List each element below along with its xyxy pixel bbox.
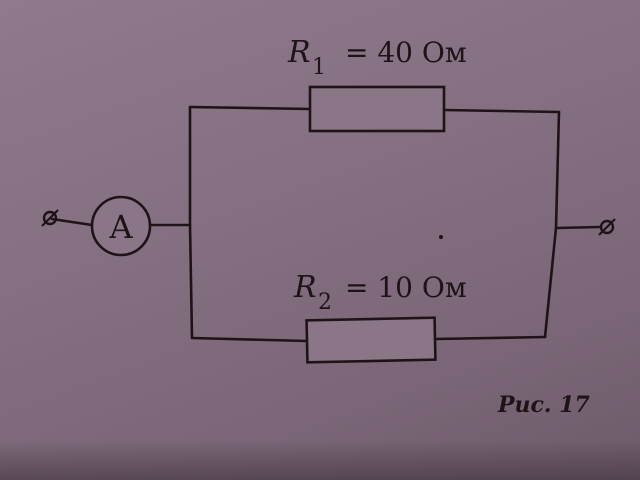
resistor-r1 [308,85,446,133]
wire-left-terminal [50,217,94,227]
label-r1-symbol: R [287,35,311,70]
left-rail [188,105,194,340]
right-terminal [598,218,616,236]
bottom-wire-left [190,336,309,343]
ammeter: A [90,195,152,257]
label-r2-symbol: R [293,270,317,305]
figure-caption: Рис. 17 [497,392,591,418]
top-wire-right [442,108,561,114]
label-r1-index: 1 [312,55,326,80]
label-r2-index: 2 [318,290,332,315]
label-r2-value: = 10 Ом [345,271,467,304]
right-rail [543,110,561,339]
label-r1: R 1 = 40 Ом [287,35,467,80]
wire-right-terminal [554,225,602,230]
resistor-r2 [305,316,437,364]
bottom-wire-right [433,335,547,341]
left-terminal [41,209,59,227]
ink-dot [439,235,443,239]
ammeter-letter: A [108,208,133,246]
top-wire-left [188,105,312,111]
page-shadow [0,440,640,480]
label-r1-value: = 40 Ом [345,36,467,69]
label-r2: R 2 = 10 Ом [293,270,467,315]
